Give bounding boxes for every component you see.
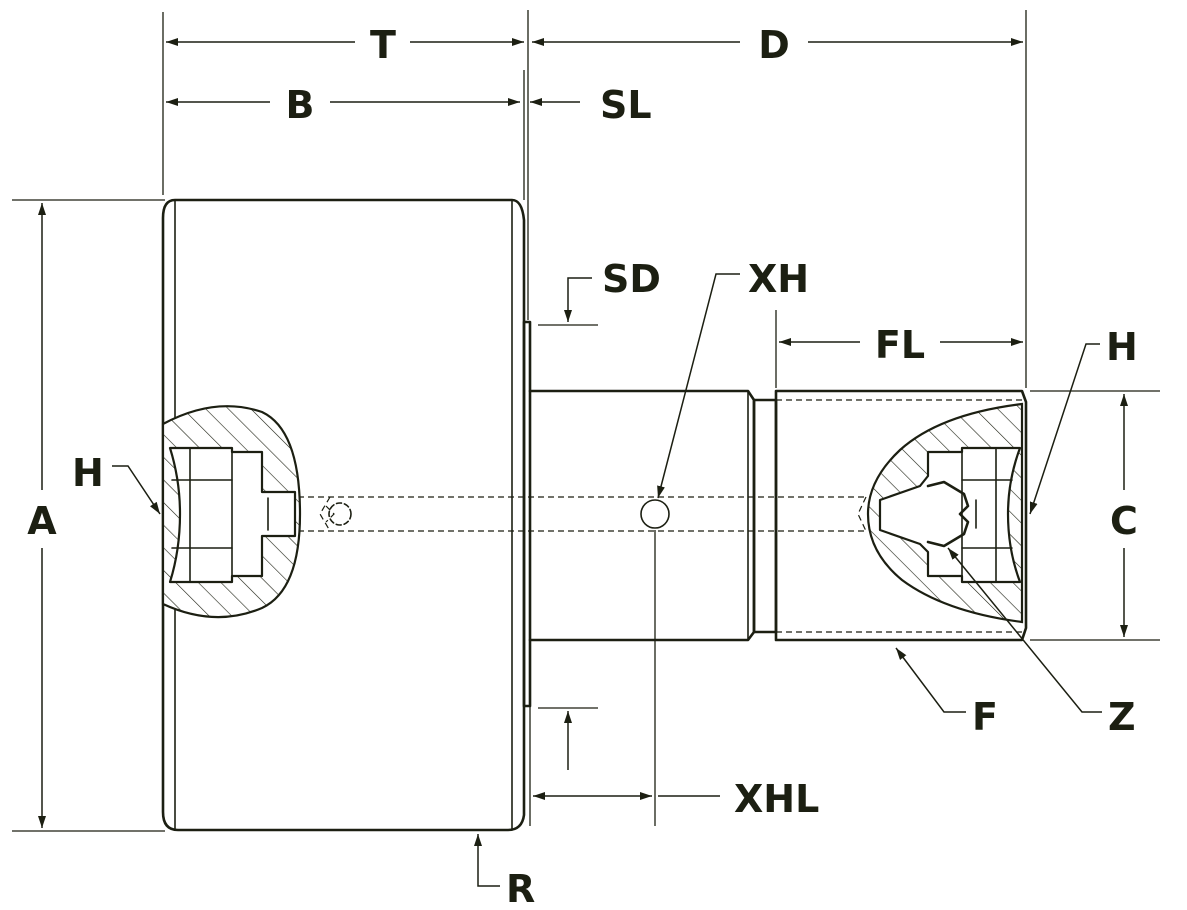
- label-d: D: [758, 23, 790, 67]
- label-z: Z: [1108, 695, 1136, 739]
- label-t: T: [370, 23, 396, 67]
- label-xh: XH: [748, 257, 809, 301]
- label-sl: SL: [600, 83, 652, 127]
- cross-hole: [640, 499, 670, 826]
- left-section-cut: [161, 405, 302, 619]
- stud-flange: [522, 320, 532, 708]
- label-a: A: [27, 499, 57, 543]
- label-f: F: [972, 695, 998, 739]
- label-c: C: [1110, 499, 1138, 543]
- threaded-section: [774, 389, 1028, 642]
- lube-hole-hidden-lines: [298, 496, 867, 532]
- extension-lines: [12, 10, 1160, 832]
- label-b: B: [286, 83, 315, 127]
- right-section-cut: [866, 402, 1024, 624]
- label-sd: SD: [602, 257, 661, 301]
- label-h-left: H: [72, 451, 104, 495]
- dimension-labels: T D B SL SD XH FL H H A C F Z XHL R: [27, 23, 1138, 910]
- leader-lines: [112, 273, 1102, 887]
- dimension-lines: [38, 38, 1128, 828]
- label-fl: FL: [875, 323, 925, 367]
- label-xhl: XHL: [734, 777, 819, 821]
- label-r: R: [506, 867, 535, 910]
- label-h-right: H: [1106, 325, 1138, 369]
- stud-shaft: [528, 389, 778, 642]
